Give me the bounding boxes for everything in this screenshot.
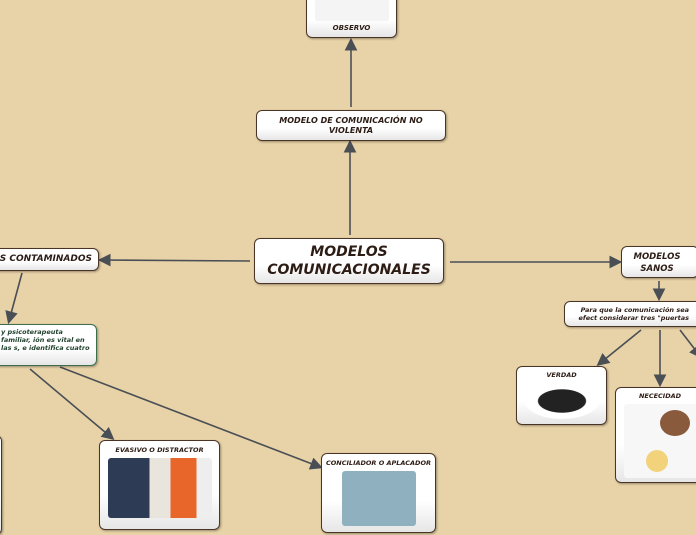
sanos-node[interactable]: MODELOS SANOS bbox=[621, 246, 696, 278]
connectors bbox=[5, 37, 696, 470]
contaminados-node[interactable]: OS CONTAMINADOS bbox=[0, 248, 99, 271]
contaminados-label: OS CONTAMINADOS bbox=[0, 254, 92, 264]
observo-node[interactable]: OBSERVO bbox=[306, 0, 397, 38]
conciliador-label: CONCILIADOR O APLACADOR bbox=[326, 459, 431, 467]
evasivo-image bbox=[108, 458, 212, 518]
central-title: MODELOS COMUNICACIONALES bbox=[267, 244, 431, 278]
evasivo-node[interactable]: EVASIVO O DISTRACTOR bbox=[99, 440, 220, 530]
connector bbox=[596, 329, 642, 367]
nececidad-image bbox=[624, 404, 696, 478]
conciliador-node[interactable]: CONCILIADOR O APLACADOR bbox=[321, 453, 436, 533]
verdad-node[interactable]: VERDAD bbox=[516, 366, 607, 425]
nvc-label: MODELO DE COMUNICACIÓN NO VIOLENTA bbox=[279, 116, 423, 135]
connector bbox=[5, 272, 23, 325]
verdad-image bbox=[525, 383, 599, 419]
nvc-node[interactable]: MODELO DE COMUNICACIÓN NO VIOLENTA bbox=[256, 110, 446, 141]
contaminados-text: y psicoterapeuta familiar, ión es vital … bbox=[1, 328, 90, 352]
sanos-label: MODELOS SANOS bbox=[633, 252, 681, 274]
observo-image bbox=[315, 0, 389, 21]
connector bbox=[29, 368, 115, 441]
connector bbox=[59, 366, 323, 470]
observo-label: OBSERVO bbox=[332, 24, 371, 32]
nececidad-node[interactable]: NECECIDAD bbox=[615, 387, 696, 483]
conciliador-image bbox=[342, 471, 416, 526]
connector bbox=[679, 329, 696, 359]
central-node[interactable]: MODELOS COMUNICACIONALES bbox=[254, 238, 444, 284]
contaminados-text-node[interactable]: y psicoterapeuta familiar, ión es vital … bbox=[0, 324, 97, 366]
left-edge-node[interactable] bbox=[0, 435, 2, 535]
sanos-text-node[interactable]: Para que la comunicación sea efect consi… bbox=[564, 301, 696, 327]
evasivo-label: EVASIVO O DISTRACTOR bbox=[115, 446, 204, 454]
verdad-label: VERDAD bbox=[546, 371, 577, 379]
nececidad-label: NECECIDAD bbox=[638, 392, 682, 400]
connector bbox=[97, 253, 251, 267]
sanos-text: Para que la comunicación sea efect consi… bbox=[578, 306, 689, 322]
